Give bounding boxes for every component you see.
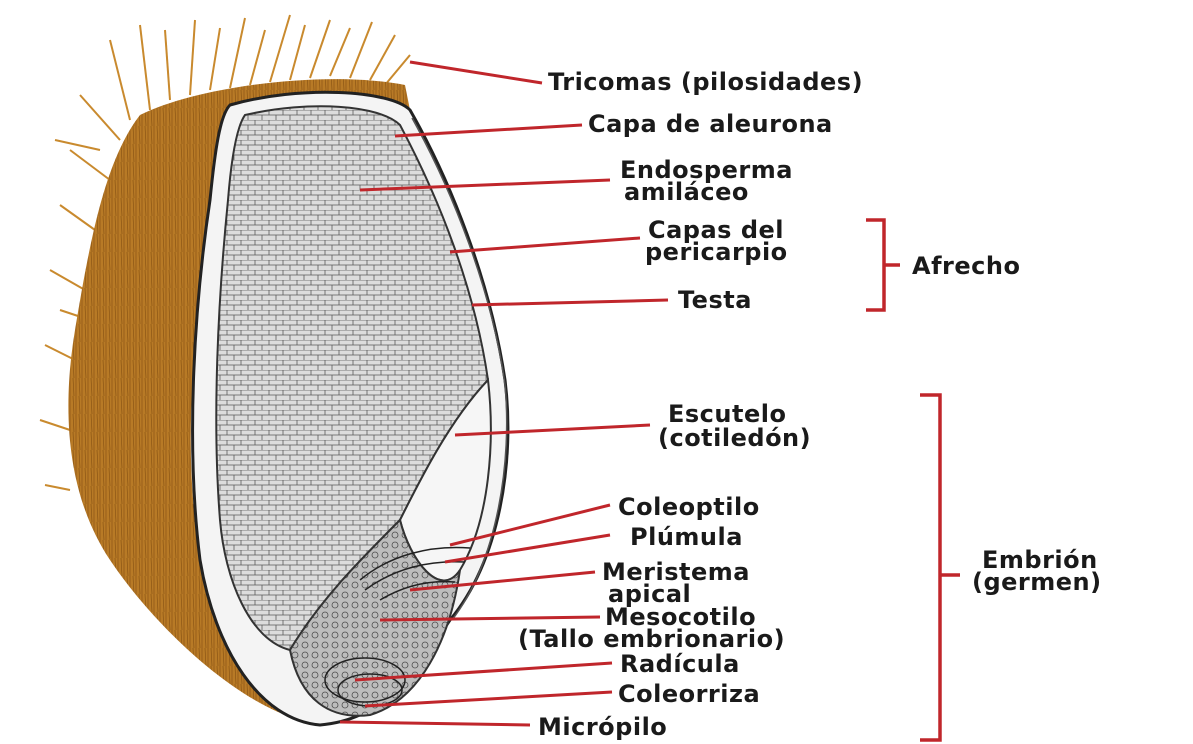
label-micropilo: Micrópilo (538, 713, 667, 741)
label-pericarpio-2: pericarpio (645, 238, 788, 266)
label-coleorriza: Coleorriza (618, 680, 760, 708)
label-radicula: Radícula (620, 650, 740, 678)
label-endosperma-2: amiláceo (624, 178, 749, 206)
leader-pericarpio (450, 238, 640, 252)
label-aleurona: Capa de aleurona (588, 110, 833, 138)
label-testa: Testa (678, 286, 752, 314)
leader-testa (472, 300, 668, 305)
label-afrecho: Afrecho (912, 252, 1020, 280)
label-escutelo-2: (cotiledón) (658, 424, 811, 452)
leader-aleurona (395, 125, 582, 136)
label-mesocotilo-2: (Tallo embrionario) (518, 625, 785, 653)
label-embrion-2: (germen) (972, 568, 1102, 596)
label-tricomas: Tricomas (pilosidades) (548, 68, 863, 96)
label-coleoptilo: Coleoptilo (618, 493, 760, 521)
leader-tricomas (410, 62, 542, 83)
leader-micropilo (340, 722, 530, 725)
afrecho-bracket (866, 220, 900, 310)
label-plumula: Plúmula (630, 523, 743, 551)
embrion-bracket (920, 395, 960, 740)
